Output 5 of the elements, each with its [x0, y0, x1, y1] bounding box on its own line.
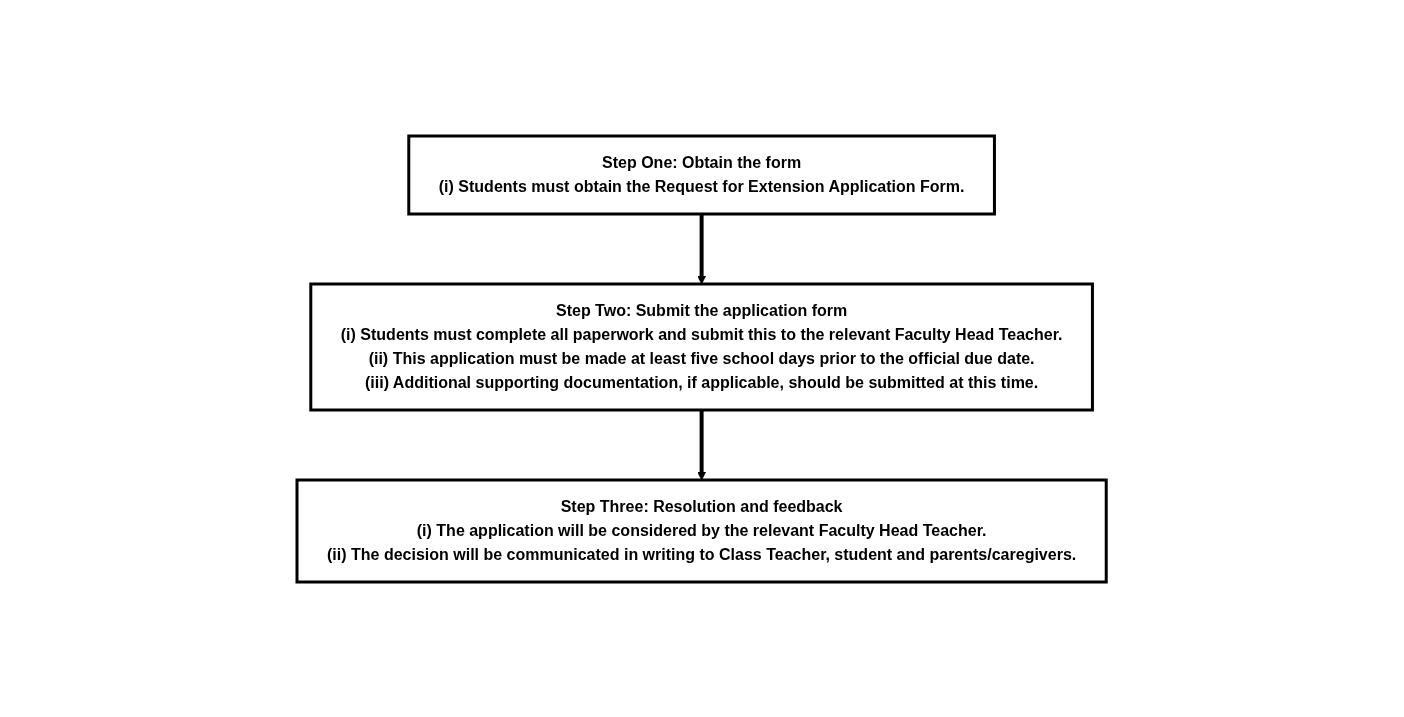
node-box: Step Three: Resolution and feedback (i) The application will be considered by the relevant Faculty Head Teacher. (ii) The decision will be communicated in writing to Class Teacher, student and parents/caregivers.	[295, 478, 1109, 583]
node-box: Step Two: Submit the application form (i) Students must complete all paperwork and submit this to the relevant Faculty Head Teacher. (ii) This application must be made at least five school days prior to the official due date. (iii) Additional supporting documentation, if applicable, should be submitted at this time.	[309, 282, 1095, 411]
arrow	[697, 409, 707, 480]
arrow	[697, 213, 707, 284]
node-box: Step One: Obtain the form (i) Students must obtain the Request for Extension Application Form.	[407, 134, 997, 215]
